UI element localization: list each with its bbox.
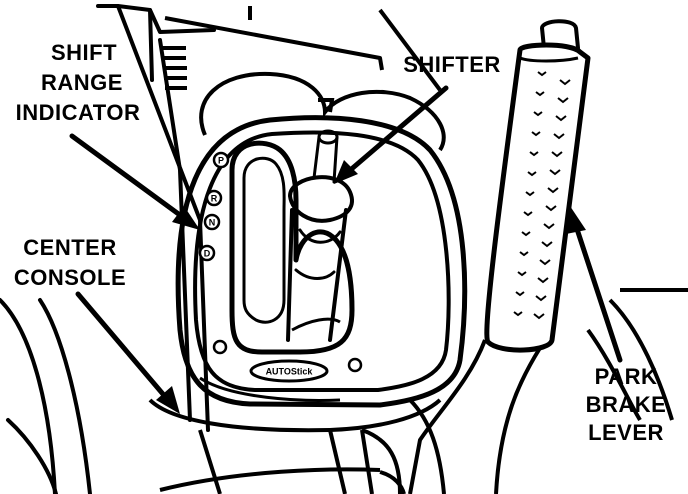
svg-text:INDICATOR: INDICATOR: [16, 100, 141, 125]
bezel-markers: [212, 339, 363, 373]
arrow-shift-range-indicator: [69, 133, 200, 230]
svg-text:P: P: [218, 156, 224, 166]
indicator-r: R: [205, 189, 223, 207]
shift-gate: [229, 140, 355, 355]
indicator-p: P: [212, 151, 230, 169]
svg-text:R: R: [211, 194, 218, 204]
svg-text:SHIFT: SHIFT: [51, 40, 117, 65]
svg-text:PARK: PARK: [595, 364, 658, 389]
cup-holders: [199, 71, 446, 152]
label-center-console: CENTER CONSOLE: [14, 235, 126, 290]
shift-range-indicator: P R N D: [198, 151, 230, 262]
svg-text:N: N: [209, 218, 216, 228]
svg-text:RANGE: RANGE: [41, 70, 123, 95]
svg-text:CENTER: CENTER: [23, 235, 116, 260]
indicator-d: D: [198, 244, 216, 262]
left-trim-panel: [0, 4, 216, 494]
vent-slats: [160, 46, 187, 90]
label-park-brake-lever: PARK BRAKE LEVER: [586, 364, 667, 445]
label-shifter: SHIFTER: [403, 52, 501, 77]
svg-text:AUTOStick: AUTOStick: [266, 367, 314, 377]
indicator-n: N: [203, 213, 221, 231]
svg-text:BRAKE: BRAKE: [586, 392, 667, 417]
autostick-badge: AUTOStick: [249, 359, 329, 383]
arrow-park-brake-lever: [566, 206, 623, 363]
arrow-shifter: [334, 85, 449, 184]
arrow-center-console: [75, 291, 180, 414]
park-brake-lever: [408, 19, 674, 494]
svg-text:D: D: [204, 249, 211, 259]
console-bezel: [175, 115, 468, 408]
console-housing: [148, 398, 442, 494]
callout-arrows: [69, 85, 623, 414]
svg-text:CONSOLE: CONSOLE: [14, 265, 126, 290]
svg-text:LEVER: LEVER: [588, 420, 664, 445]
shifter: [286, 129, 354, 342]
lever-grip-texture: [513, 71, 571, 320]
dash-structure: [164, 6, 442, 92]
right-panel: [408, 288, 688, 494]
label-shift-range-indicator: SHIFT RANGE INDICATOR: [16, 40, 141, 125]
